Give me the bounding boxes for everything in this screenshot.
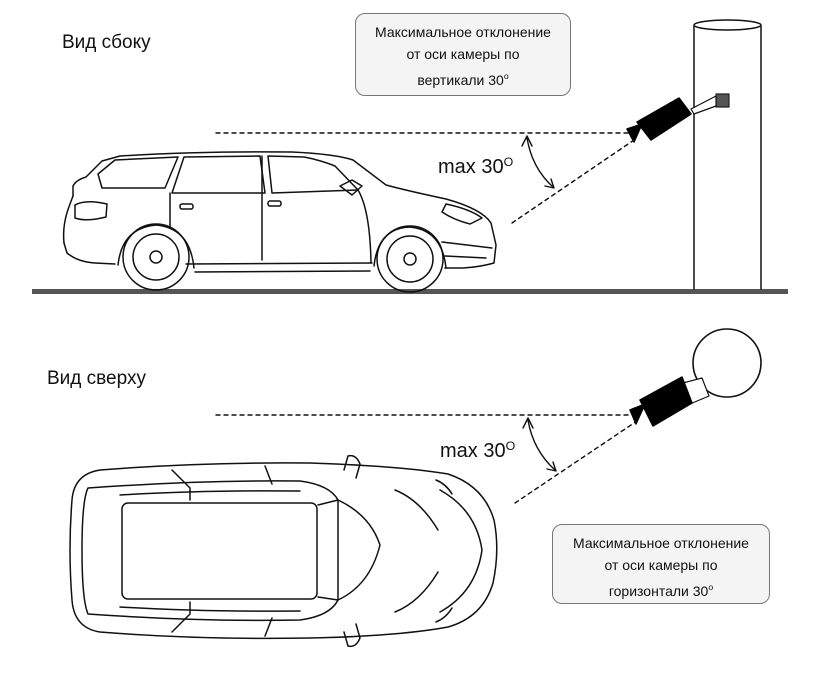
pole-top-icon (692, 328, 762, 398)
side-view-title: Вид сбоку (62, 32, 151, 53)
top-view-title: Вид сверху (47, 368, 146, 389)
top-angle-label: max 30O (440, 439, 515, 463)
pole-icon (693, 19, 762, 290)
callout-line: горизонтали 30o (553, 576, 769, 602)
deviation-line (511, 139, 635, 224)
side-angle-label: max 30O (438, 155, 513, 179)
degree-sign: o (708, 582, 714, 592)
angle-arc (521, 135, 555, 189)
deviation-line-top (514, 420, 638, 504)
camera-icon (626, 93, 730, 143)
vertical-deviation-callout: Максимальное отклонение от оси камеры по… (355, 13, 571, 96)
degree-sign: o (503, 71, 509, 81)
car-icon (62, 151, 497, 293)
degree-sign: O (505, 439, 516, 453)
callout-line: Максимальное отклонение (573, 535, 749, 551)
callout-text: горизонтали 30 (608, 583, 709, 599)
callout-line: от оси камеры по (406, 46, 520, 62)
degree-sign: O (503, 155, 514, 169)
callout-text: вертикали 30 (417, 72, 504, 88)
callout-line: от оси камеры по (604, 557, 718, 573)
angle-arc-top (522, 417, 557, 472)
horizontal-deviation-callout: Максимальное отклонение от оси камеры по… (552, 524, 770, 604)
angle-text: max 30 (438, 156, 504, 178)
car-top-icon (69, 454, 498, 648)
camera-top-icon (629, 376, 710, 427)
callout-line: Максимальное отклонение (375, 24, 551, 40)
callout-line: вертикали 30o (356, 65, 570, 91)
angle-text: max 30 (440, 440, 506, 462)
